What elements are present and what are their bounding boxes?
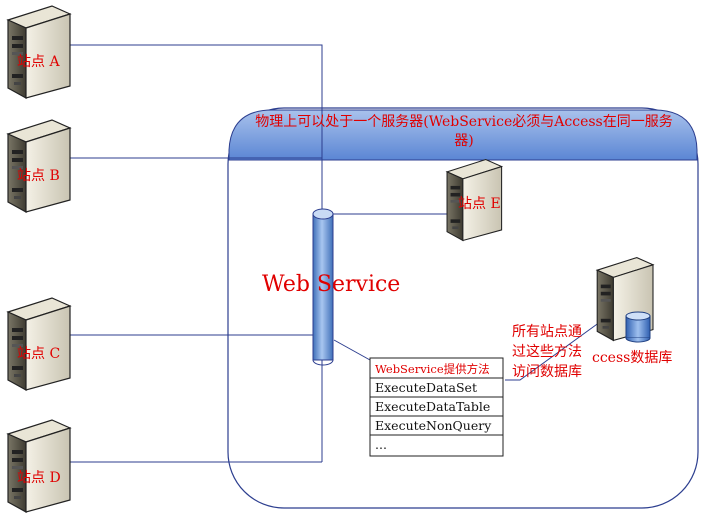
site-d-label: 站点 D <box>17 470 61 486</box>
web-service-cylinder <box>312 208 334 366</box>
method-item: ExecuteNonQuery <box>375 418 492 433</box>
site-b-server: 站点 B <box>7 119 71 213</box>
server-region <box>227 107 699 509</box>
annotation: 所有站点通 过这些方法 访问数据库 <box>512 324 582 380</box>
annotation-line-3: 访问数据库 <box>512 364 582 380</box>
database-icon <box>625 311 651 343</box>
site-c-server: 站点 C <box>7 297 71 391</box>
methods-table: WebService提供方法 ExecuteDataSet ExecuteDat… <box>369 357 504 457</box>
server-icon <box>7 297 71 391</box>
connector-annotation <box>505 321 601 381</box>
region-title-line2: 器) <box>454 133 473 149</box>
region-title-line1: 物理上可以处于一个服务器(WebService必须与Access在同一服务 <box>255 114 672 130</box>
method-item: ExecuteDataSet <box>375 380 477 395</box>
server-icon <box>7 5 71 99</box>
site-e-label: 站点 E <box>458 196 501 212</box>
site-e-server: 站点 E <box>446 158 503 242</box>
server-icon <box>7 119 71 213</box>
method-item: ExecuteDataTable <box>375 399 490 414</box>
site-d-server: 站点 D <box>7 419 71 513</box>
method-item: ... <box>375 437 387 452</box>
site-a-server: 站点 A <box>7 5 71 99</box>
methods-header: WebService提供方法 <box>375 362 490 376</box>
server-icon <box>7 419 71 513</box>
annotation-line-1: 所有站点通 <box>512 324 582 340</box>
region-title-band <box>228 109 698 161</box>
database-label: ccess数据库 <box>592 350 672 366</box>
web-service-label: Web Service <box>262 272 400 297</box>
annotation-line-2: 过这些方法 <box>512 343 582 360</box>
site-c-label: 站点 C <box>17 346 60 362</box>
database-server <box>596 257 654 343</box>
connector-methods <box>333 339 371 361</box>
site-b-label: 站点 B <box>17 168 60 184</box>
site-a-label: 站点 A <box>17 54 60 70</box>
